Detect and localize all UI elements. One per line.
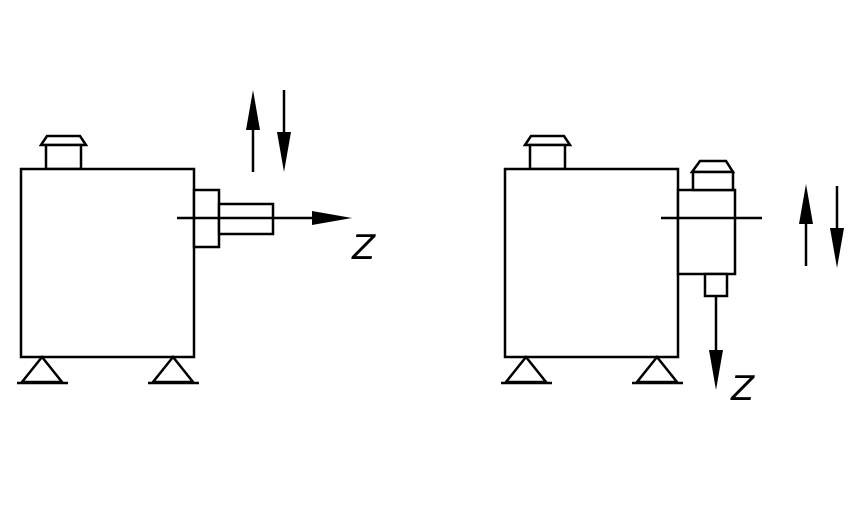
z-axis-label: Z bbox=[351, 228, 376, 268]
z-axis-arrow bbox=[709, 296, 723, 390]
z-axis-arrow bbox=[177, 211, 352, 225]
top-cap bbox=[38, 134, 89, 171]
vertical-motion-arrows bbox=[246, 90, 291, 172]
spindle-nose bbox=[703, 272, 729, 298]
support-feet bbox=[17, 354, 199, 385]
machine-body bbox=[503, 167, 680, 359]
vertical-motion-arrows bbox=[799, 184, 844, 268]
spindle-head bbox=[676, 188, 737, 276]
motor-cap bbox=[689, 159, 736, 192]
vertical-spindle-machine bbox=[501, 134, 737, 385]
z-axis-label: Z bbox=[730, 369, 755, 409]
horizontal-spindle-machine bbox=[17, 134, 275, 385]
machine-body bbox=[19, 167, 196, 359]
top-cap bbox=[522, 134, 573, 171]
support-feet bbox=[501, 354, 683, 385]
